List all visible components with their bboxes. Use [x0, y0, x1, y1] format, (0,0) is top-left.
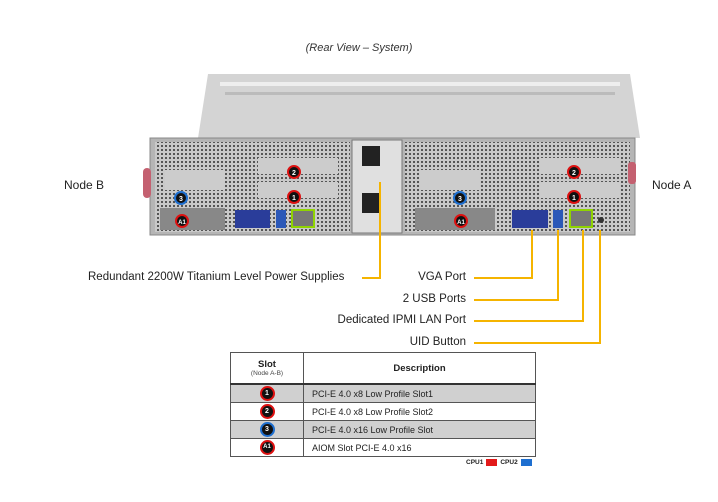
usb-callout: 2 USB Ports	[402, 293, 466, 305]
uid-callout: UID Button	[409, 336, 466, 348]
ipmi-callout-line	[474, 230, 584, 322]
node-a-usb	[553, 210, 563, 228]
badge-node-b-slot1: 1	[287, 190, 301, 204]
badge-node-b-aiom: A1	[175, 214, 189, 228]
usb-callout-line	[474, 230, 559, 301]
svg-text:3: 3	[179, 196, 183, 203]
psu-callout-line	[362, 182, 381, 279]
node-b-label: Node B	[64, 178, 105, 192]
chassis-top	[198, 74, 640, 138]
badge-node-a-slot1: 1	[567, 190, 581, 204]
slot-description: PCI-E 4.0 x8 Low Profile Slot2	[303, 402, 536, 421]
node-b-handle	[143, 168, 151, 198]
svg-text:A1: A1	[457, 220, 465, 226]
table-row: 3 PCI-E 4.0 x16 Low Profile Slot	[230, 420, 536, 439]
slot2-badge: 2	[259, 404, 275, 419]
badge-node-a-slot3: 3	[453, 191, 467, 205]
svg-text:A1: A1	[178, 220, 186, 226]
node-a-handle	[628, 162, 636, 184]
diagram-title: (Rear View – System)	[305, 42, 413, 54]
table-row: 1 PCI-E 4.0 x8 Low Profile Slot1	[230, 383, 536, 403]
svg-text:2: 2	[292, 170, 296, 177]
uid-button	[598, 217, 604, 223]
ipmi-callout: Dedicated IPMI LAN Port	[337, 314, 466, 326]
svg-text:1: 1	[572, 195, 576, 202]
slot-description: PCI-E 4.0 x8 Low Profile Slot1	[303, 383, 536, 403]
badge-node-b-slot2: 2	[287, 165, 301, 179]
vga-callout-line	[474, 230, 533, 279]
callout-lines	[362, 182, 601, 344]
cpu1-label: CPU1	[466, 459, 484, 466]
psu-callout: Redundant 2200W Titanium Level Power Sup…	[88, 271, 345, 283]
badge-node-b-slot3: 3	[174, 191, 188, 205]
badge-node-a-aiom: A1	[454, 214, 468, 228]
uid-callout-line	[474, 230, 601, 344]
node-a-label: Node A	[652, 178, 692, 192]
slot-description: PCI-E 4.0 x16 Low Profile Slot	[303, 420, 536, 439]
node-a-vga	[512, 210, 548, 228]
slot-header: Slot(Node A-B)	[230, 352, 304, 385]
svg-text:1: 1	[292, 195, 296, 202]
slot-table: Slot(Node A-B) Description 1 PCI-E 4.0 x…	[230, 352, 536, 457]
svg-text:2: 2	[572, 170, 576, 177]
description-header: Description	[303, 352, 536, 385]
node-b-lan	[291, 209, 315, 228]
node-b-vga	[235, 210, 270, 228]
node-b-usb	[276, 210, 286, 228]
table-row: 2 PCI-E 4.0 x8 Low Profile Slot2	[230, 402, 536, 421]
node-a-lan	[569, 209, 593, 228]
cpu-legend: CPU1 CPU2	[466, 459, 532, 466]
svg-text:3: 3	[458, 196, 462, 203]
cpu2-swatch	[520, 459, 532, 466]
slot3-badge: 3	[259, 422, 275, 437]
badge-node-a-slot2: 2	[567, 165, 581, 179]
table-row: A1 AIOM Slot PCI-E 4.0 x16	[230, 438, 536, 457]
cpu2-label: CPU2	[500, 459, 518, 466]
cpu1-swatch	[486, 459, 498, 466]
aiom-badge: A1	[259, 440, 275, 455]
vga-callout: VGA Port	[418, 271, 466, 283]
slot1-badge: 1	[259, 386, 275, 401]
node-b-aiom	[160, 208, 225, 230]
slot-description: AIOM Slot PCI-E 4.0 x16	[303, 438, 536, 457]
